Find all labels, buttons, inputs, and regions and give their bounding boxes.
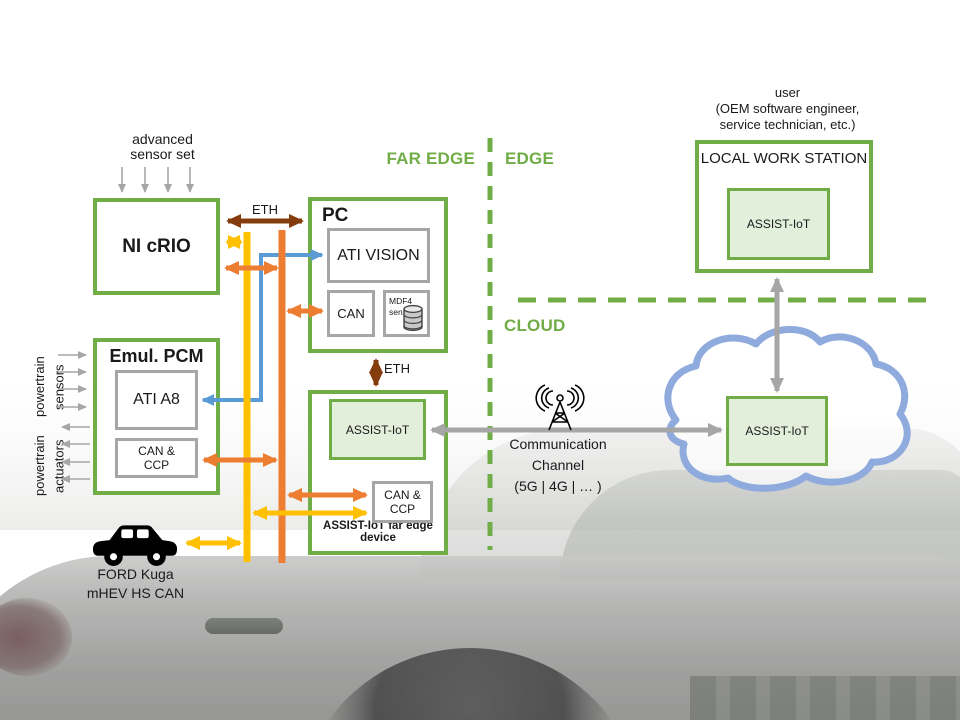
node-assist-iot-cloud: ASSIST-IoT — [726, 396, 828, 466]
car-icon — [92, 520, 178, 568]
node-can-ccp-pcm: CAN & CCP — [115, 438, 198, 478]
database-cylinder-icon — [403, 304, 423, 332]
zone-label-far-edge: FAR EDGE — [386, 149, 475, 168]
can-ccp-fe-label: CAN & CCP — [384, 488, 421, 516]
communication-channel-label: Communication Channel (5G | 4G | … ) — [509, 436, 607, 494]
advanced-sensor-set-label: advanced sensor set — [130, 131, 195, 162]
node-can: CAN — [327, 290, 375, 337]
node-assist-iot-lws: ASSIST-IoT — [727, 188, 830, 260]
zone-label-edge: EDGE — [505, 149, 554, 168]
eth-label-mid: ETH — [384, 361, 410, 376]
node-ni-crio: NI cRIO — [93, 198, 220, 295]
can-ccp-pcm-label: CAN & CCP — [138, 444, 175, 472]
node-can-ccp-far-edge: CAN & CCP — [372, 481, 433, 523]
user-label: user (OEM software engineer, service tec… — [715, 85, 860, 132]
pc-label: PC — [322, 205, 349, 226]
node-assist-iot-far-edge: ASSIST-IoT — [329, 399, 426, 460]
ati-a8-label: ATI A8 — [133, 391, 180, 408]
powertrain-actuators-label: powertrain actuators — [32, 435, 67, 497]
assist-iot-lws-label: ASSIST-IoT — [746, 217, 811, 231]
local-work-station-label: LOCAL WORK STATION — [700, 150, 868, 167]
node-ati-vision: ATI VISION — [327, 228, 430, 283]
mdf4-label: MDF4 sen — [389, 296, 413, 318]
assist-iot-fe-label: ASSIST-IoT — [345, 422, 410, 437]
eth-label-top: ETH — [252, 202, 278, 217]
ni-crio-label: NI cRIO — [122, 235, 191, 257]
zone-label-cloud: CLOUD — [504, 316, 566, 335]
node-mdf4: MDF4 sen — [383, 290, 430, 337]
emul-pcm-label: Emul. PCM — [109, 346, 204, 366]
can-label: CAN — [337, 306, 365, 321]
far-edge-device-caption: ASSIST-IoT far edge device — [323, 520, 433, 544]
assist-iot-cloud-label: ASSIST-IoT — [745, 424, 809, 438]
ati-vision-label: ATI VISION — [337, 246, 420, 264]
node-ati-a8: ATI A8 — [115, 370, 198, 430]
ford-kuga-label: FORD Kuga mHEV HS CAN — [86, 566, 185, 601]
